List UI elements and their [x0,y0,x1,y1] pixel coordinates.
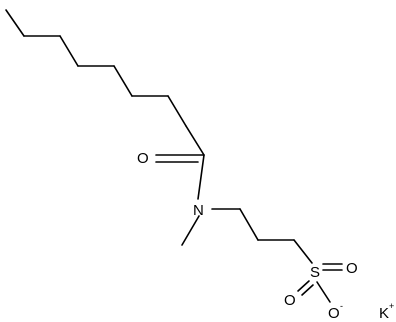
bond-n-methyl [181,215,200,246]
propyl-linker [239,208,313,264]
sulfonate-group: S O O O - [284,260,358,322]
atom-label-nitrogen: N [193,202,204,219]
bond-c5-c6 [113,65,133,97]
bond-propyl-c1-c2 [239,208,259,241]
alkyl-chain [5,9,205,156]
amide-nitrogen-group: N [181,154,241,246]
atom-label-carbonyl-oxygen: O [137,150,149,167]
bond-c8-c9 [185,125,205,156]
bond-propyl-c3-s [293,239,313,264]
atom-label-sulfonyl-oxygen-left: O [284,292,296,309]
potassium-positive-charge: + [389,301,394,311]
bond-c7-c8 [167,95,187,127]
atom-label-sulfonyl-oxygen-top: O [346,260,358,277]
sulfonate-negative-charge: - [340,301,343,311]
bond-c3-c4 [59,35,79,67]
potassium-counterion: K + [379,301,394,322]
sulfonate-single-bond [316,281,331,303]
sulfonyl-double-bond-left-a [297,280,310,292]
bond-c1-c2 [5,9,25,37]
atom-label-potassium: K [379,305,389,322]
bond-carbonyl-c-n [197,154,205,200]
atom-label-sulfur: S [310,264,320,281]
atom-label-sulfonate-oxygen: O [328,305,340,322]
sulfonyl-double-bond-left-b [301,284,314,296]
carbonyl-group: O [137,150,205,167]
